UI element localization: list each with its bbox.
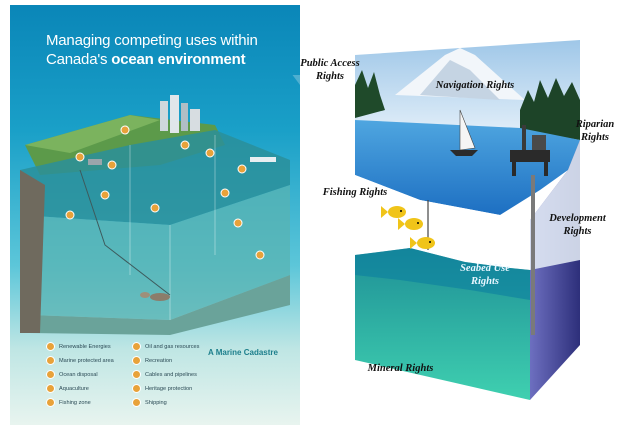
sailboat (459, 109, 476, 151)
mineral-rights-label: Mineral Rights (367, 363, 434, 374)
fish-icon (381, 206, 435, 249)
legend-marker-icon (46, 342, 55, 351)
legend-marker-icon (132, 370, 141, 379)
ocean-poster: Managing competing uses within Canada's … (10, 5, 300, 425)
ocean-rights-illustration (355, 40, 580, 400)
legend-item: Aquaculture (46, 384, 89, 393)
poster-title: Managing competing uses within Canada's … (46, 31, 296, 69)
legend-item: Ocean disposal (46, 370, 98, 379)
legend-item: Heritage protection (132, 384, 192, 393)
legend-marker-icon (46, 370, 55, 379)
legend-item: Fishing zone (46, 398, 91, 407)
legend-marker-icon (132, 384, 141, 393)
poster-title-bold: ocean environment (111, 51, 246, 68)
drill-pipe (531, 175, 535, 335)
poster-title-line2: Canada's ocean environment (46, 50, 296, 69)
forest-left (355, 70, 385, 118)
navigation-rights-label: Navigation Rights (435, 80, 515, 91)
legend-marker-icon (46, 398, 55, 407)
oil-rig (510, 125, 550, 176)
legend-item: Shipping (132, 398, 167, 407)
legend-marker-icon (132, 342, 141, 351)
poster-tagline: A Marine Cadastre (208, 348, 278, 357)
legend-marker-icon (132, 356, 141, 365)
legend-item: Oil and gas resources (132, 342, 199, 351)
legend-item: Renewable Energies (46, 342, 111, 351)
poster-title-line1: Managing competing uses within (46, 32, 258, 49)
forest-right (520, 78, 580, 140)
poster-title-prefix: Canada's (46, 51, 112, 68)
fishing-rights-label: Fishing Rights (322, 187, 388, 198)
legend-item: Cables and pipelines (132, 370, 197, 379)
legend-marker-icon (46, 384, 55, 393)
ocean-cutaway-illustration (20, 75, 300, 335)
legend-marker-icon (132, 398, 141, 407)
legend-marker-icon (46, 356, 55, 365)
legend-item: Recreation (132, 356, 172, 365)
legend-item: Marine protected area (46, 356, 114, 365)
